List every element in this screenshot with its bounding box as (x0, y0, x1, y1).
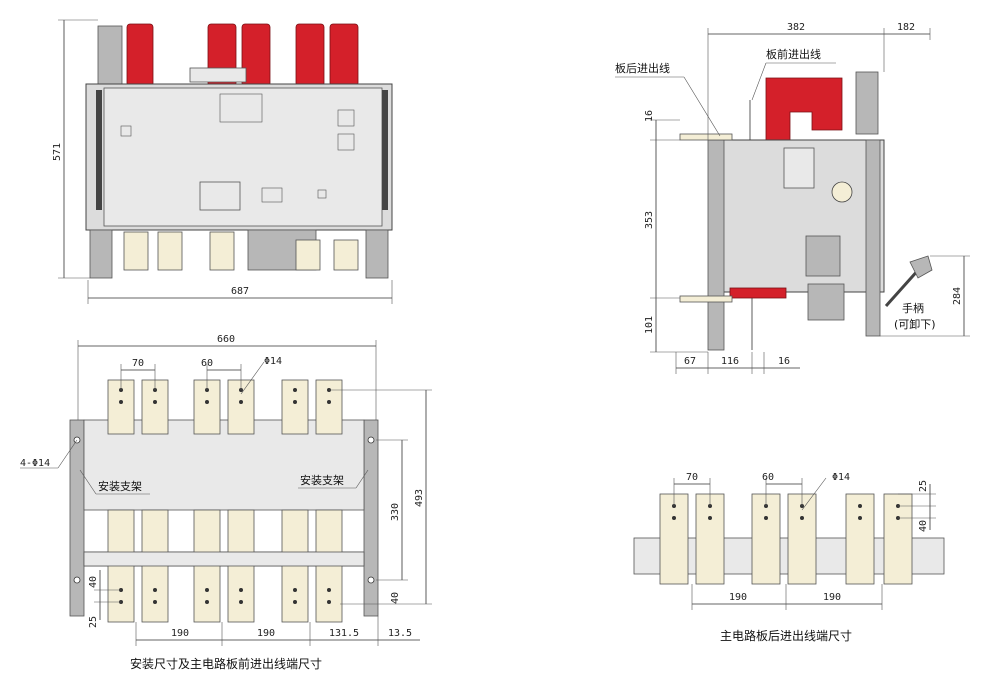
dim-493: 493 (414, 489, 425, 507)
dim-phi14: Φ14 (264, 356, 282, 367)
mounting-bracket-right (363, 419, 379, 617)
dim-382: 382 (787, 22, 805, 33)
rear-dim-70: 70 (686, 472, 698, 483)
knob (831, 181, 853, 203)
button (261, 187, 283, 203)
handle (909, 255, 933, 279)
rear-busbar (659, 493, 689, 585)
label-removable: (可卸下) (894, 317, 936, 331)
dim-284: 284 (952, 287, 963, 305)
label-front-wiring: 板前进出线 (766, 47, 821, 61)
top-bracket (855, 71, 879, 135)
controller (199, 181, 241, 211)
label-bracket-right: 安装支架 (300, 473, 344, 487)
dim-16-top: 16 (644, 110, 655, 122)
dim-182: 182 (897, 22, 915, 33)
busbar (209, 231, 235, 271)
label-bracket-left: 安装支架 (98, 479, 142, 493)
arc-chute (295, 23, 325, 87)
side-leg (365, 229, 389, 279)
busbar (123, 231, 149, 271)
dim-25-left: 25 (88, 616, 99, 628)
front-view: 571 687 (52, 19, 393, 304)
label-handle: 手柄 (902, 301, 924, 315)
dim-131-5: 131.5 (329, 628, 359, 639)
mounting-view: 660 70 60 Φ14 4-Φ14 安装支架 安装支架 330 493 40 (20, 334, 432, 671)
dim-330: 330 (390, 503, 401, 521)
window (219, 93, 263, 123)
dim-101: 101 (644, 316, 655, 334)
arc-chute (126, 23, 154, 87)
red-base (729, 287, 787, 299)
indicator (337, 109, 355, 127)
rear-busbar (883, 493, 913, 585)
side-leg (89, 229, 113, 279)
rear-dim-190-b: 190 (823, 592, 841, 603)
dim-116: 116 (721, 356, 739, 367)
rear-busbar (679, 133, 733, 141)
dim-16-bottom: 16 (778, 356, 790, 367)
caption-right: 主电路板后进出线端尺寸 (720, 628, 852, 643)
label-rear-wiring: 板后进出线 (615, 61, 670, 75)
indicator (120, 125, 132, 137)
side-view: 382 182 板后进出线 板前进出线 16 353 101 67 116 16… (615, 22, 970, 374)
mount-hole (367, 436, 375, 444)
rear-dim-25: 25 (918, 480, 929, 492)
rear-dim-190-a: 190 (729, 592, 747, 603)
side-rail (96, 90, 102, 210)
motor (783, 147, 815, 189)
dim-40-right: 40 (390, 592, 401, 604)
rear-busbar (845, 493, 875, 585)
mount-hole (73, 576, 81, 584)
arc-chute (765, 77, 843, 151)
dim-70: 70 (132, 358, 144, 369)
auxiliary (805, 235, 841, 277)
backplate (707, 139, 725, 351)
frontplate (865, 139, 881, 337)
dim-width: 687 (231, 286, 249, 297)
dim-190-a: 190 (171, 628, 189, 639)
front-panel (103, 87, 383, 227)
rear-dim-60: 60 (762, 472, 774, 483)
rear-wiring-view: 70 60 Φ14 25 40 190 190 主电路板后进出线端尺寸 (633, 472, 945, 643)
dim-190-b: 190 (257, 628, 275, 639)
dim-4phi14: 4-Φ14 (20, 458, 50, 469)
lower-plate-front (83, 551, 365, 567)
side-rail (382, 90, 388, 210)
upper-plate (83, 419, 365, 511)
dim-67: 67 (684, 356, 696, 367)
busbar (295, 239, 321, 271)
dim-40-left: 40 (88, 576, 99, 588)
busbar (333, 239, 359, 271)
dim-13-5: 13.5 (388, 628, 412, 639)
auxiliary (807, 283, 845, 321)
rear-busbar (787, 493, 817, 585)
rear-busbar (679, 295, 733, 303)
rear-busbar (751, 493, 781, 585)
mount-hole (367, 576, 375, 584)
terminal-strip (189, 67, 247, 83)
caption-left: 安装尺寸及主电路板前进出线端尺寸 (130, 656, 322, 671)
dim-60: 60 (201, 358, 213, 369)
motor-unit (97, 25, 123, 85)
arc-chute (329, 23, 359, 87)
dim-height: 571 (52, 143, 63, 161)
rear-dim-phi14: Φ14 (832, 472, 850, 483)
indicator (317, 189, 327, 199)
indicator (337, 133, 355, 151)
rear-dim-40: 40 (918, 520, 929, 532)
bolt-holes (119, 388, 331, 604)
dim-660: 660 (217, 334, 235, 345)
busbar (157, 231, 183, 271)
mounting-bracket-left (69, 419, 85, 617)
dim-353: 353 (644, 211, 655, 229)
